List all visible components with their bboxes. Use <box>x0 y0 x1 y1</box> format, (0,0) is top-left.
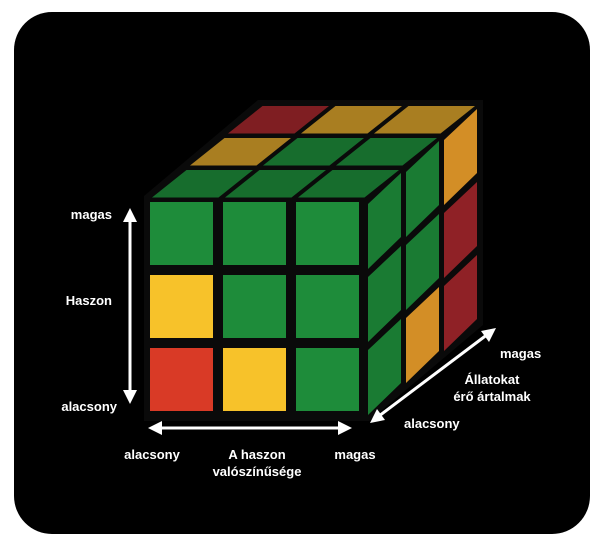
rubiks-cube <box>144 100 483 421</box>
x-axis-low-label: alacsony <box>124 447 180 462</box>
z-axis-arrow <box>370 328 496 423</box>
cube-side-tile <box>368 173 401 269</box>
cube-front-tile <box>150 202 213 265</box>
cube-front-tile <box>296 275 359 338</box>
cube-side-tile <box>368 246 401 342</box>
cube-front-tile <box>223 348 286 411</box>
cube-side-tile <box>406 214 439 310</box>
z-axis-title-line2: érő ártalmak <box>453 389 531 404</box>
cube-top-tile <box>225 170 326 198</box>
cube-top-tile <box>298 170 399 198</box>
cube-top-tile <box>263 138 364 166</box>
x-axis-arrow <box>148 421 352 435</box>
x-axis-high-label: magas <box>334 447 375 462</box>
cube-top-tile <box>374 106 475 134</box>
cube-front-tile <box>296 202 359 265</box>
x-axis-title-line2: valószínűsége <box>213 464 302 479</box>
y-axis-arrow <box>123 208 137 404</box>
cube-side-tile <box>406 141 439 237</box>
cube-front-tile <box>223 275 286 338</box>
cube-top-tile <box>301 106 402 134</box>
cube-top-tile <box>152 170 253 198</box>
cube-side-tile <box>444 109 477 205</box>
y-axis-title: Haszon <box>66 293 112 308</box>
cube-front-tile <box>223 202 286 265</box>
z-axis-title-line1: Állatokat <box>465 372 521 387</box>
cube-side-tile <box>444 182 477 278</box>
z-axis-high-label: magas <box>500 346 541 361</box>
x-axis-title-line1: A haszon <box>228 447 285 462</box>
cube-front-tile <box>150 275 213 338</box>
cube-front-tile <box>150 348 213 411</box>
z-axis-low-label: alacsony <box>404 416 460 431</box>
cube-top-tile <box>336 138 437 166</box>
cube-top-tile <box>190 138 291 166</box>
y-axis-low-label: alacsony <box>61 399 117 414</box>
cube-front-tile <box>296 348 359 411</box>
cube-side-tile <box>368 319 401 415</box>
y-axis-high-label: magas <box>71 207 112 222</box>
cube-side-tile <box>406 287 439 383</box>
cube-side-tile <box>444 255 477 351</box>
cube-top-tile <box>228 106 329 134</box>
